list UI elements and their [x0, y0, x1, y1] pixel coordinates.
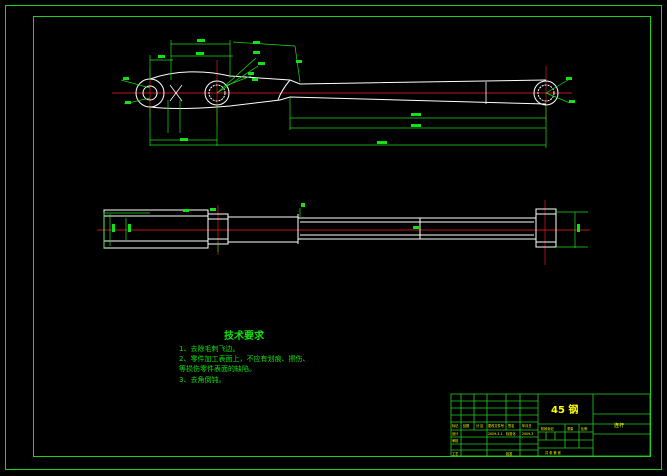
date-1: 2009-3-1: [488, 432, 502, 436]
top-view: [112, 39, 575, 148]
notes-line-1: 1、去除毛刺飞边。: [179, 344, 239, 353]
col-label-qianming: 签名: [508, 423, 514, 428]
inner-frame: [33, 16, 651, 457]
sheets-label: 共 张 第 张: [545, 450, 562, 455]
technical-notes: 技术要求 1、去除毛刺飞边。 2、零件加工表面上，不应有划痕、擦伤、 等损伤零件…: [179, 329, 309, 384]
material-label: 45 钢: [551, 403, 578, 416]
row-shenhe: 审核: [452, 438, 459, 443]
notes-line-2: 2、零件加工表面上，不应有划痕、擦伤、: [179, 354, 309, 363]
notes-line-3: 等损伤零件表面的缺陷。: [179, 364, 256, 373]
weight-label: 重量: [567, 426, 574, 431]
notes-line-4: 3、去角倒钝。: [179, 375, 225, 384]
outer-frame: [5, 5, 662, 470]
standardization: 标准化: [506, 431, 516, 436]
col-label-nianyueri: 年月日: [522, 423, 532, 428]
row-pizhun: 批准: [506, 451, 513, 456]
date-2: 2009-3: [522, 432, 533, 436]
stage-label: 阶段标记: [541, 426, 555, 431]
col-label-chushu: 处数: [463, 423, 470, 428]
title-block: 45 钢 连杆 标记 处数 分 区 更改文件号 签名 年月日 设计 审核 工艺 …: [450, 393, 651, 457]
row-gongyi: 工艺: [452, 451, 458, 456]
col-label-gaiwenjian: 更改文件号: [488, 423, 504, 428]
section-view: [97, 200, 590, 265]
drawing-name: 连杆: [614, 422, 624, 429]
col-label-fenqu: 分 区: [476, 423, 484, 428]
col-label-biaoji: 标记: [452, 423, 459, 428]
notes-heading: 技术要求: [224, 329, 265, 342]
row-sheji: 设计: [452, 431, 459, 436]
rod-outline: [149, 71, 547, 110]
scale-label: 比例: [581, 426, 587, 431]
